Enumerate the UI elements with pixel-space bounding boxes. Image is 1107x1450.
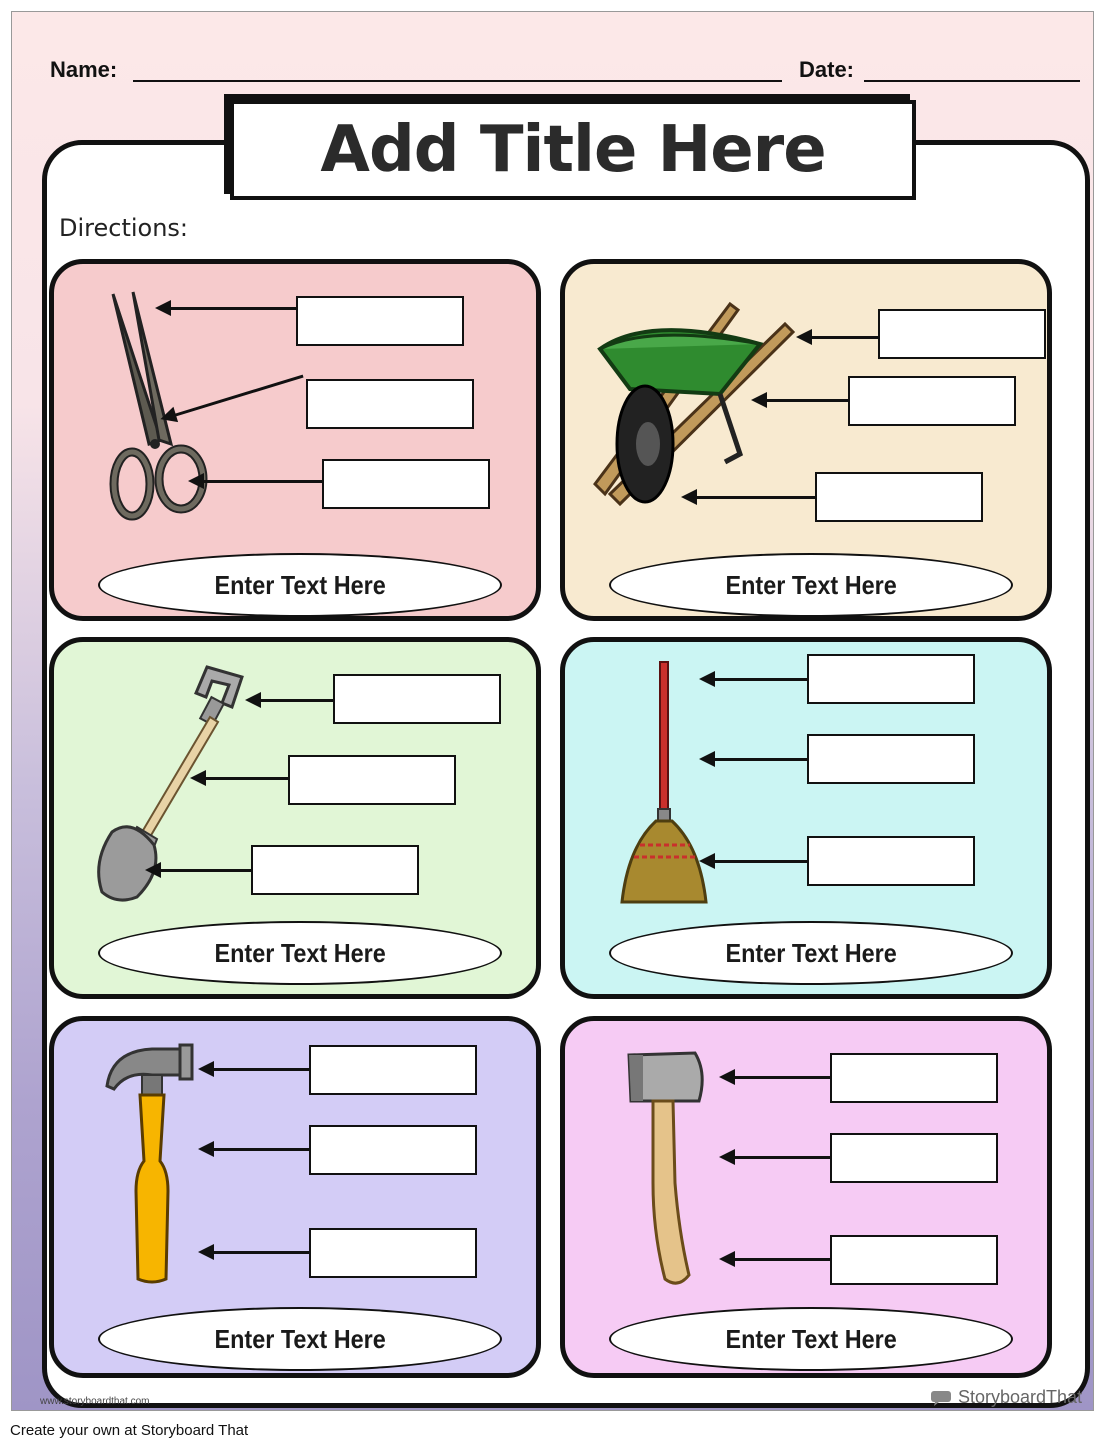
watermark-url: www.storyboardthat.com: [40, 1396, 150, 1407]
page-title: Add Title Here: [320, 113, 826, 187]
footer-credit[interactable]: Create your own at Storyboard That: [10, 1422, 249, 1439]
label-box-3[interactable]: [807, 836, 975, 886]
date-label: Date:: [799, 57, 855, 82]
label-box-1[interactable]: [333, 674, 501, 724]
broom-icon: [620, 661, 708, 904]
label-box-1[interactable]: [807, 654, 975, 704]
pointer-arrow: [699, 671, 808, 687]
label-box-1[interactable]: [830, 1053, 998, 1103]
watermark-logo: StoryboardThat: [930, 1387, 1082, 1408]
label-box-2[interactable]: [807, 734, 975, 784]
pointer-arrow: [198, 1061, 310, 1077]
label-box-1[interactable]: [309, 1045, 477, 1095]
caption-field[interactable]: Enter Text Here: [98, 921, 502, 985]
directions-label: Directions:: [59, 214, 189, 242]
pointer-arrow: [796, 329, 880, 345]
pointer-arrow: [145, 862, 254, 878]
caption-field[interactable]: Enter Text Here: [609, 553, 1013, 617]
worksheet: Name: Date: Add Title Here Directions: E…: [11, 11, 1094, 1411]
pointer-arrow: [681, 489, 817, 505]
name-label: Name:: [50, 57, 118, 82]
label-box-2[interactable]: [830, 1133, 998, 1183]
pointer-arrow: [198, 1244, 310, 1260]
label-box-1[interactable]: [878, 309, 1046, 359]
caption-field[interactable]: Enter Text Here: [609, 1307, 1013, 1371]
card-hammer: Enter Text Here: [49, 1016, 541, 1378]
caption-field[interactable]: Enter Text Here: [98, 553, 502, 617]
label-box-3[interactable]: [830, 1235, 998, 1285]
pointer-arrow: [198, 1141, 310, 1157]
pointer-arrow: [751, 392, 850, 408]
card-scissors: Enter Text Here: [49, 259, 541, 621]
pointer-arrow: [155, 300, 297, 316]
label-box-3[interactable]: [322, 459, 490, 509]
caption-field[interactable]: Enter Text Here: [609, 921, 1013, 985]
label-box-3[interactable]: [251, 845, 419, 895]
card-wheelbarrow: Enter Text Here: [560, 259, 1052, 621]
label-box-1[interactable]: [296, 296, 464, 346]
label-box-2[interactable]: [309, 1125, 477, 1175]
label-box-3[interactable]: [815, 472, 983, 522]
label-box-3[interactable]: [309, 1228, 477, 1278]
title-box[interactable]: Add Title Here: [230, 100, 916, 200]
label-box-2[interactable]: [306, 379, 474, 429]
shovel-icon: [97, 665, 244, 902]
pointer-arrow: [719, 1149, 831, 1165]
pointer-arrow: [699, 751, 808, 767]
pointer-arrow: [245, 692, 334, 708]
pointer-arrow: [719, 1069, 831, 1085]
pointer-arrow: [190, 770, 289, 786]
caption-field[interactable]: Enter Text Here: [98, 1307, 502, 1371]
name-line[interactable]: [133, 80, 782, 82]
speech-bubble-icon: [931, 1390, 951, 1406]
pointer-arrow: [719, 1251, 831, 1267]
card-axe: Enter Text Here: [560, 1016, 1052, 1378]
pointer-arrow: [188, 473, 324, 489]
wheelbarrow-icon: [593, 301, 796, 507]
label-box-2[interactable]: [288, 755, 456, 805]
hammer-icon: [105, 1043, 194, 1284]
label-box-2[interactable]: [848, 376, 1016, 426]
axe-icon: [627, 1051, 704, 1285]
pointer-arrow: [699, 853, 808, 869]
date-line[interactable]: [864, 80, 1080, 82]
card-broom: Enter Text Here: [560, 637, 1052, 999]
card-shovel: Enter Text Here: [49, 637, 541, 999]
